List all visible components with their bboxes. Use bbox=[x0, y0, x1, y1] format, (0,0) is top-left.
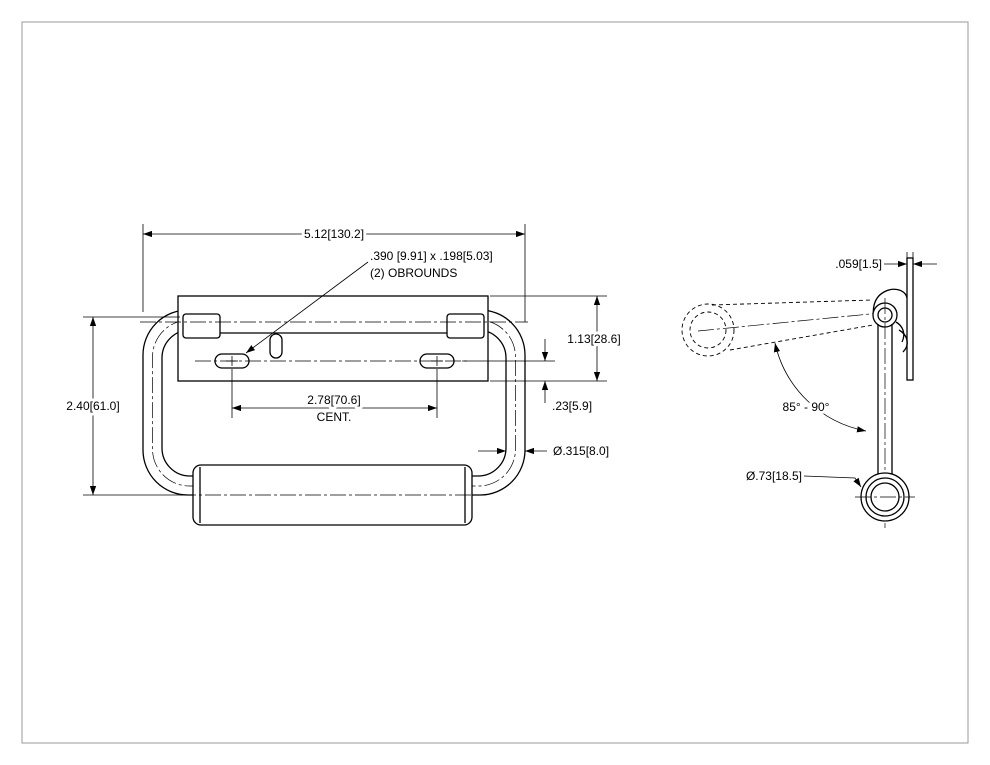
front-view: 5.12[130.2] .390 [9.91] x .198[5.03] (2)… bbox=[63, 224, 624, 526]
grip-diameter-leader bbox=[803, 475, 862, 488]
overall-width-label: 5.12[130.2] bbox=[304, 227, 364, 241]
side-plate bbox=[906, 257, 914, 381]
hole-offset-dimension: .23[5.9] bbox=[462, 339, 592, 413]
hole-spacing-note: CENT. bbox=[317, 410, 352, 424]
center-slot bbox=[269, 333, 283, 359]
obround-size-label: .390 [9.91] x .198[5.03] bbox=[370, 249, 493, 263]
handle-height-dimension: 2.40[61.0] bbox=[63, 316, 190, 496]
phantom-tube-lower bbox=[729, 324, 874, 351]
hole-spacing-dimension: 2.78[70.6] CENT. bbox=[231, 369, 438, 424]
phantom-grip-outer bbox=[681, 303, 735, 357]
plate-height-dimension: 1.13[28.6] bbox=[490, 295, 624, 382]
right-hinge-tab bbox=[446, 313, 485, 339]
left-hinge-tab bbox=[182, 313, 221, 339]
overall-width-dimension: 5.12[130.2] bbox=[142, 224, 526, 322]
angle-arc bbox=[773, 342, 867, 433]
side-handle bbox=[855, 298, 915, 528]
mounting-plate bbox=[177, 295, 489, 382]
plate-thickness-dimension: .059[1.5] bbox=[835, 252, 937, 290]
hole-spacing-label: 2.78[70.6] bbox=[307, 393, 360, 407]
grip-diameter-label: Ø.73[18.5] bbox=[746, 469, 802, 483]
plate-height-label: 1.13[28.6] bbox=[567, 332, 620, 346]
wire-diameter-label: Ø.315[8.0] bbox=[553, 444, 609, 458]
phantom-swung-handle bbox=[681, 299, 881, 357]
obround-callout: .390 [9.91] x .198[5.03] (2) OBROUNDS bbox=[245, 249, 493, 354]
swing-angle-dimension: 85° - 90° bbox=[773, 342, 867, 433]
handle-height-label: 2.40[61.0] bbox=[66, 399, 119, 413]
phantom-grip-inner bbox=[689, 311, 727, 349]
sheet-border bbox=[21, 21, 969, 744]
wire-diameter-dimension: Ø.315[8.0] bbox=[478, 444, 609, 458]
side-hinge bbox=[872, 288, 908, 353]
hinge-spring bbox=[895, 321, 908, 353]
side-view: .059[1.5] 85° - 90° Ø.73[18.5] bbox=[681, 252, 937, 528]
grip-diameter-dimension: Ø.73[18.5] bbox=[746, 469, 862, 488]
obround-count-label: (2) OBROUNDS bbox=[370, 266, 457, 280]
grip-tube bbox=[180, 464, 486, 526]
plate-thickness-label: .059[1.5] bbox=[835, 257, 882, 271]
phantom-centerline bbox=[697, 312, 881, 332]
swing-angle-label: 85° - 90° bbox=[783, 400, 830, 414]
obround-leader bbox=[245, 261, 369, 354]
phantom-tube-upper bbox=[711, 299, 873, 306]
hole-offset-label: .23[5.9] bbox=[552, 399, 592, 413]
